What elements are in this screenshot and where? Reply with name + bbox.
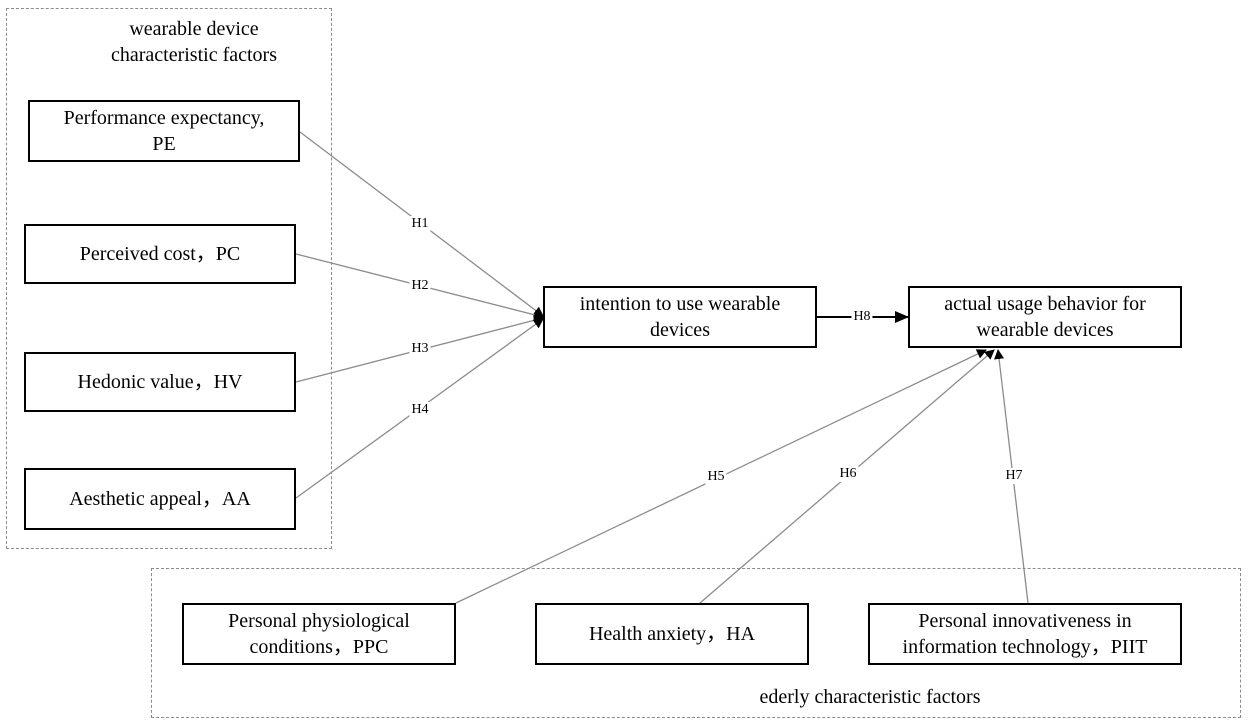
edge-label-h4: H4 bbox=[409, 402, 431, 418]
edge-label-h7: H7 bbox=[1003, 468, 1025, 484]
group-title-elderly: ederly characteristic factors bbox=[759, 686, 981, 708]
node-actual-usage-behavior: actual usage behavior for wearable devic… bbox=[908, 286, 1182, 348]
group-title-wearable-device: wearable device characteristic factors bbox=[110, 18, 277, 66]
node-performance-expectancy: Performance expectancy, PE bbox=[28, 100, 300, 162]
node-perceived-cost: Perceived cost，PC bbox=[24, 224, 296, 284]
edge-label-h2: H2 bbox=[409, 278, 431, 294]
node-intention-to-use: intention to use wearable devices bbox=[543, 286, 817, 348]
node-personal-innovativeness: Personal innovativeness in information t… bbox=[868, 603, 1182, 665]
group-elderly-factors bbox=[151, 568, 1241, 718]
edge-label-h5: H5 bbox=[705, 469, 727, 485]
edge-label-h8: H8 bbox=[851, 309, 873, 325]
edge-label-h1: H1 bbox=[409, 216, 431, 232]
edge-label-h6: H6 bbox=[837, 466, 859, 482]
edge-label-h3: H3 bbox=[409, 341, 431, 357]
node-health-anxiety: Health anxiety，HA bbox=[535, 603, 809, 665]
node-personal-physiological-conditions: Personal physiological conditions，PPC bbox=[182, 603, 456, 665]
group-wearable-device-factors bbox=[6, 8, 332, 549]
node-aesthetic-appeal: Aesthetic appeal，AA bbox=[24, 468, 296, 530]
node-hedonic-value: Hedonic value，HV bbox=[24, 352, 296, 412]
